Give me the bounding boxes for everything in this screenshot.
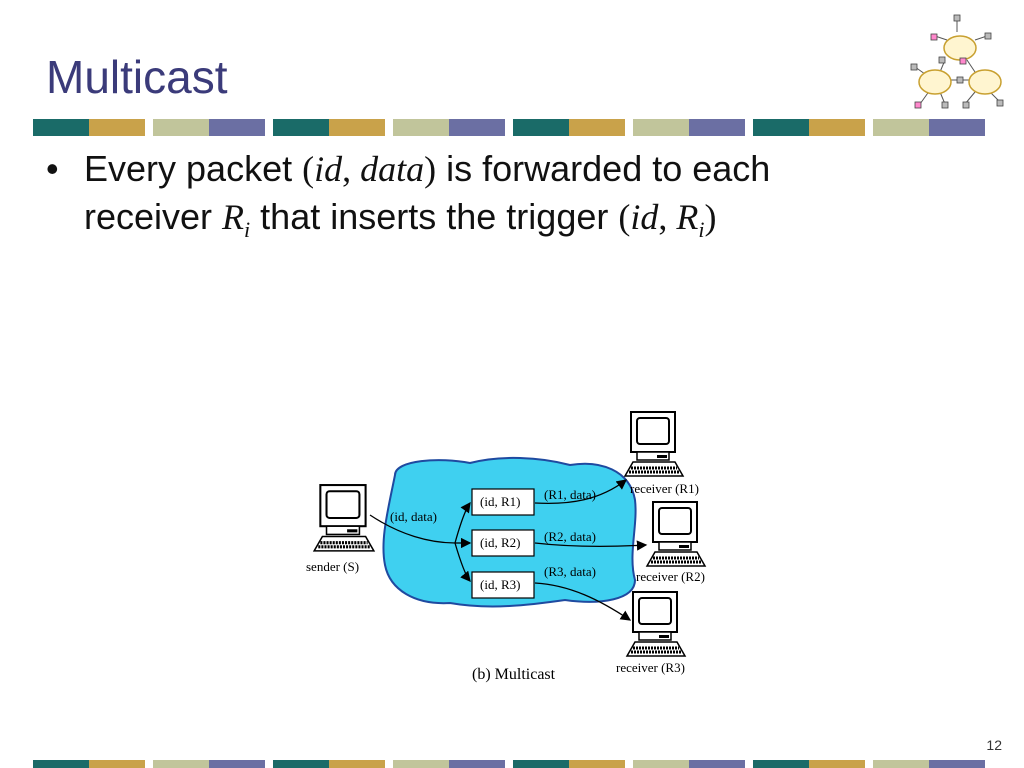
receiver1-computer-icon: [623, 410, 685, 478]
sender-label: sender (S): [306, 559, 359, 574]
bullet-text: Every packet (id, data) is forwarded to …: [84, 145, 944, 254]
bullet-marker: •: [46, 148, 59, 189]
receiver3-label: receiver (R3): [616, 660, 685, 675]
receiver2-label: receiver (R2): [636, 569, 705, 584]
trigger-r2-label: (id, R2): [480, 535, 520, 550]
bullet-text-part3: receiver: [84, 196, 223, 237]
sender-computer-icon: [312, 483, 376, 553]
incoming-packet-label: (id, data): [390, 509, 437, 524]
paren-close: ): [424, 149, 437, 189]
trigger-r3-label: (id, R3): [480, 577, 520, 592]
multicast-diagram: sender (S) receiver (R1) receiver (R2) r…: [306, 410, 707, 683]
out-r2-label: (R2, data): [544, 529, 596, 544]
out-r1-label: (R1, data): [544, 487, 596, 502]
fanout-arrow-r3: [454, 542, 471, 582]
comma: ,: [342, 149, 361, 189]
data-term: data: [360, 149, 425, 189]
receiver-term-2: Ri: [676, 197, 705, 243]
bottom-color-stripe: [33, 760, 985, 768]
id-term: id: [314, 149, 343, 189]
out-arrow-r3: [534, 582, 632, 621]
slide-title: Multicast: [46, 51, 228, 103]
diagram-caption: (b) Multicast: [472, 666, 556, 683]
network-logo-icon: [910, 14, 1004, 109]
page-number: 12: [986, 737, 1002, 753]
bullet-text-part1: Every packet: [84, 148, 303, 189]
trigger-box-r2: [471, 529, 535, 557]
paren-close-2: ): [704, 197, 717, 237]
top-color-stripe: [33, 119, 985, 136]
trigger-box-r3: [471, 571, 535, 599]
receiver1-label: receiver (R1): [630, 481, 699, 496]
bullet-text-part4: that inserts the trigger: [250, 196, 619, 237]
paren-open: (: [302, 149, 315, 189]
incoming-packet-arrow: [369, 514, 456, 544]
out-arrow-r1: [534, 479, 628, 505]
receiver2-computer-icon: [645, 500, 707, 568]
out-r3-label: (R3, data): [544, 564, 596, 579]
id-term-2: id: [630, 197, 659, 237]
comma-2: ,: [658, 197, 677, 237]
receiver3-computer-icon: [625, 590, 687, 658]
receiver-term: Ri: [222, 197, 251, 243]
out-arrow-r2: [534, 540, 648, 551]
fanout-arrow-r1: [454, 501, 471, 544]
trigger-box-r1: [471, 488, 535, 516]
bullet-text-part2: is forwarded to each: [436, 148, 771, 189]
trigger-r1-label: (id, R1): [480, 494, 520, 509]
paren-open-2: (: [618, 197, 631, 237]
